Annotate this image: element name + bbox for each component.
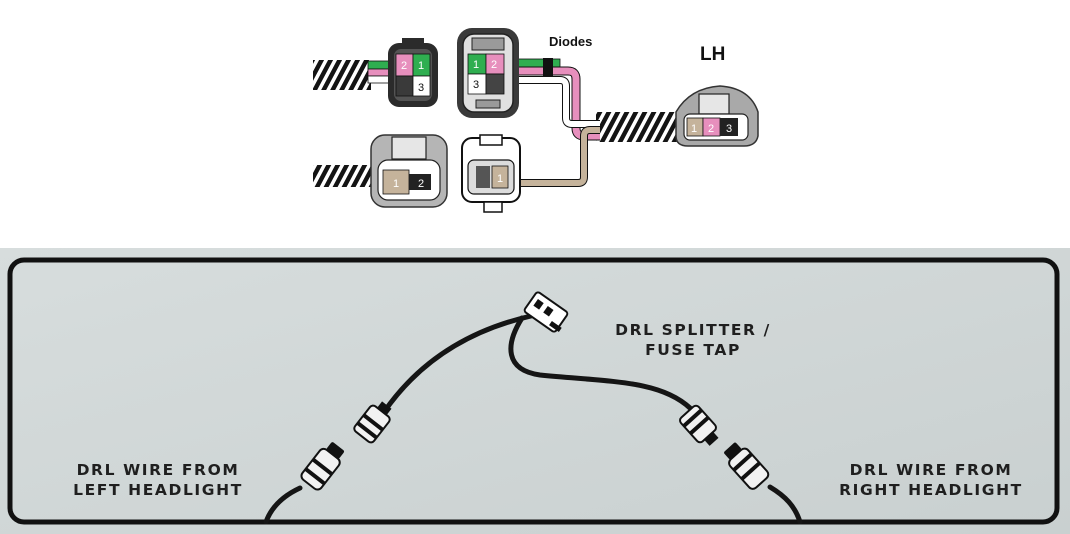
- pin-number: 2: [491, 59, 497, 71]
- connector-left-female: [353, 401, 392, 444]
- left-label-line2: LEFT HEADLIGHT: [73, 481, 243, 499]
- pin-number: 2: [401, 60, 407, 72]
- connector-a: 2 1 3: [388, 38, 438, 107]
- harness-sleeve-lower-left: [313, 165, 373, 187]
- splitter-label-line1: DRL SPLITTER /: [615, 321, 771, 339]
- splitter-label: DRL SPLITTER / FUSE TAP: [598, 320, 788, 360]
- left-label-line1: DRL WIRE FROM: [76, 461, 240, 479]
- white-wire: [516, 76, 600, 128]
- diode-pink: [543, 66, 553, 76]
- splitter-label-line2: FUSE TAP: [645, 341, 741, 359]
- right-label-line2: RIGHT HEADLIGHT: [839, 481, 1023, 499]
- panel-frame: [7, 257, 1060, 525]
- wiring-diagram: 2 1 3 1 2 3 1 2: [313, 28, 759, 213]
- cable-left-headlight: [263, 485, 303, 525]
- pin-number: 2: [708, 123, 714, 135]
- pin-number: 2: [418, 178, 424, 190]
- connector-c: 1 2: [370, 134, 448, 208]
- connector-right-female: [679, 404, 719, 446]
- harness-sleeve-upper-left: [313, 60, 371, 90]
- right-label-line1: DRL WIRE FROM: [849, 461, 1013, 479]
- diode-green: [543, 58, 553, 68]
- right-headlight-label: DRL WIRE FROM RIGHT HEADLIGHT: [826, 460, 1036, 500]
- connector-lh: 1 2 3: [675, 85, 759, 147]
- connector-left-male: [300, 442, 344, 491]
- pin-number: 3: [418, 82, 424, 94]
- fuse-tap: [523, 291, 569, 333]
- green-wire: [515, 58, 561, 68]
- pin-number: 1: [473, 59, 479, 71]
- pin-number: 3: [726, 123, 732, 135]
- tan-wire: [518, 126, 600, 187]
- connector-d: 1: [461, 134, 521, 213]
- diodes-label: Diodes: [549, 34, 593, 49]
- cable-left-splitter: [381, 313, 534, 415]
- install-panel: [0, 248, 1070, 534]
- left-headlight-label: DRL WIRE FROM LEFT HEADLIGHT: [58, 460, 258, 500]
- pin-number: 3: [473, 79, 479, 91]
- pin-number: 1: [497, 173, 503, 185]
- pin-number: 1: [691, 123, 697, 135]
- cable-right-headlight: [767, 484, 803, 525]
- pin-number: 1: [418, 60, 424, 72]
- connector-right-male: [724, 442, 770, 490]
- lh-label: LH: [700, 44, 726, 65]
- pin-number: 1: [393, 178, 399, 190]
- cable-right-splitter: [508, 315, 693, 411]
- connector-b: 1 2 3: [457, 28, 519, 118]
